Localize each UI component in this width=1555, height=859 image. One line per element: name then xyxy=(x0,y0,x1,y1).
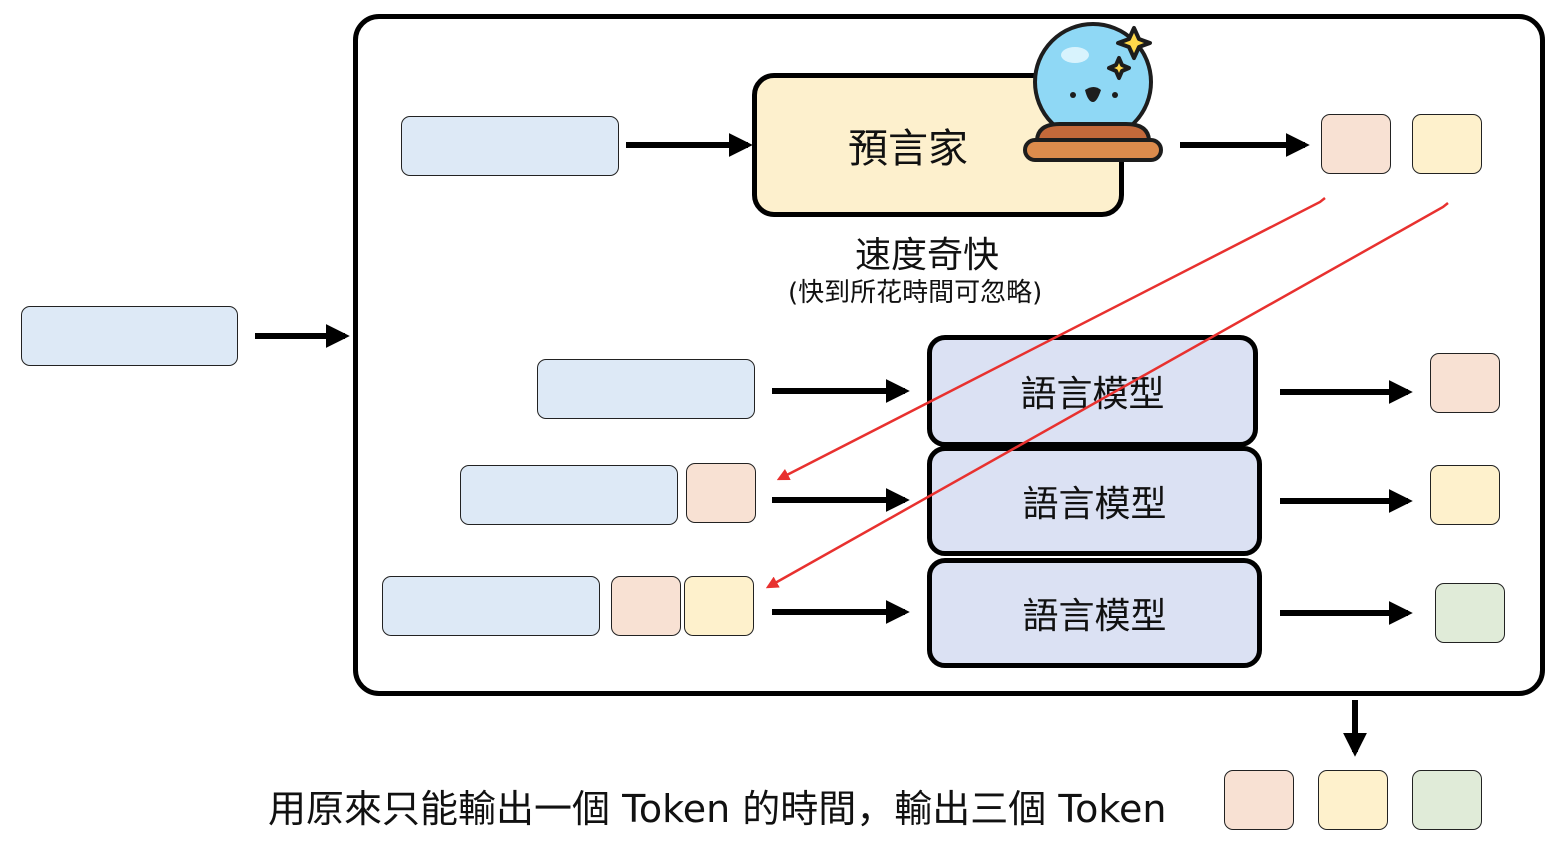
language-model-box-3: 語言模型 xyxy=(927,558,1262,668)
lm3-input-prompt xyxy=(382,576,600,636)
language-model-box-2: 語言模型 xyxy=(927,446,1262,556)
result-caption: 用原來只能輸出一個 Token 的時間，輸出三個 Token xyxy=(268,787,1167,831)
predicted-token-2 xyxy=(1412,114,1482,174)
copy-arrow-token-1 xyxy=(776,197,1326,481)
copy-arrow-token-2 xyxy=(765,202,1449,589)
language-model-box-1: 語言模型 xyxy=(927,335,1258,447)
lm2-input-token-1 xyxy=(686,463,756,523)
outer-input-prompt xyxy=(21,306,238,366)
language-model-label-3: 語言模型 xyxy=(1022,596,1167,637)
crystal-ball-icon xyxy=(1023,22,1163,162)
prophet-label: 預言家 xyxy=(848,126,968,172)
lm2-output-token xyxy=(1430,465,1500,525)
language-model-label-2: 語言模型 xyxy=(1022,484,1167,525)
prophet-input-prompt xyxy=(401,116,619,176)
lm3-output-token xyxy=(1435,583,1505,643)
lm1-input-prompt xyxy=(537,359,755,419)
lm3-input-token-2 xyxy=(684,576,754,636)
final-token-2 xyxy=(1318,770,1388,830)
predicted-token-1 xyxy=(1321,114,1391,174)
language-model-label-1: 語言模型 xyxy=(1020,374,1165,415)
lm3-input-token-1 xyxy=(611,576,681,636)
lm1-output-token xyxy=(1430,353,1500,413)
final-token-3 xyxy=(1412,770,1482,830)
final-token-1 xyxy=(1224,770,1294,830)
prophet-speed-note: (快到所花時間可忽略) xyxy=(788,278,1043,308)
lm2-input-prompt xyxy=(460,465,678,525)
prophet-speed-title: 速度奇快 xyxy=(855,235,1000,276)
